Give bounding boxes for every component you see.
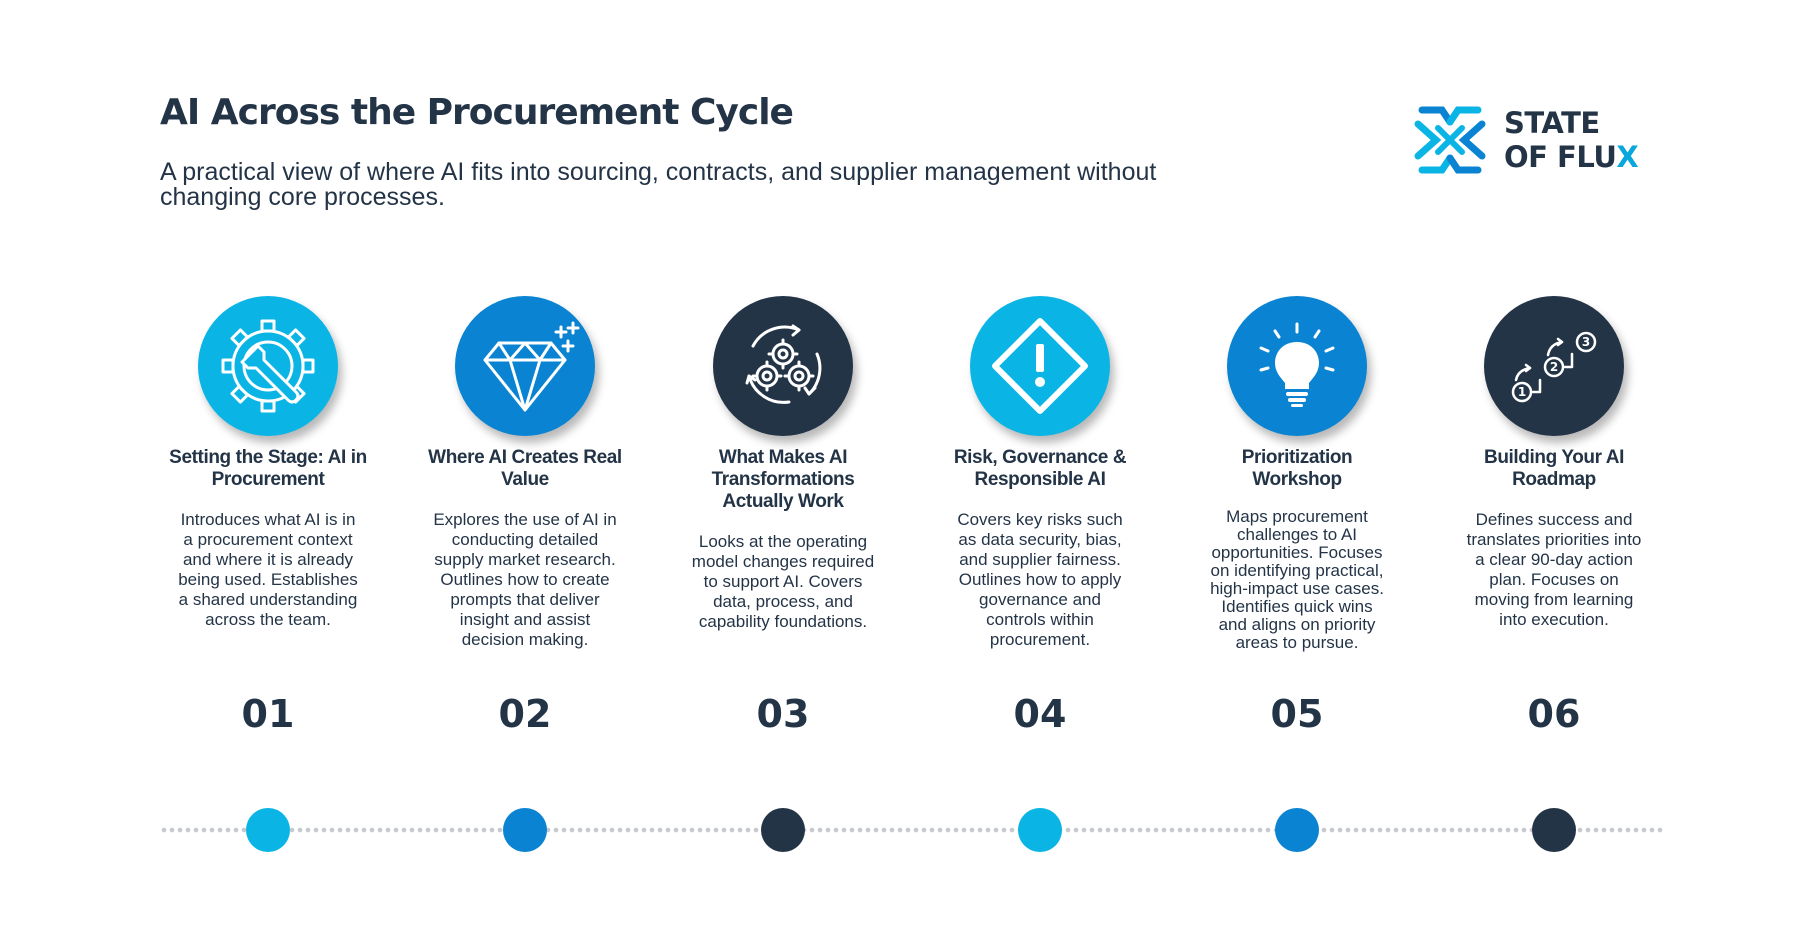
logo-line-2-prefix: OF FLU [1504, 140, 1617, 174]
state-of-flux-x-mark-icon [1414, 106, 1486, 174]
step-description: Explores the use of AI in conducting det… [433, 510, 617, 649]
step-title: Risk, Governance & Responsible AI [953, 447, 1127, 490]
step-04-icon-circle [970, 296, 1110, 436]
timeline-dot-06 [1532, 808, 1576, 852]
logo-line-1: STATE [1504, 106, 1600, 140]
logo-line-2-accent: X [1616, 140, 1639, 174]
state-of-flux-logo: STATE OF FLUX [1408, 98, 1648, 182]
gear-wrench-icon [221, 319, 315, 413]
step-number: 01 [241, 692, 295, 736]
step-title: Prioritization Workshop [1241, 447, 1353, 490]
step-05-icon-circle [1227, 296, 1367, 436]
step-description: Defines success and translates prioritie… [1466, 510, 1642, 629]
step-03-icon-circle [713, 296, 853, 436]
lightbulb-icon [1259, 322, 1335, 407]
roadmap-step-3-label: 3 [1582, 335, 1590, 349]
warning-diamond-icon [992, 318, 1088, 414]
step-01-icon-circle [198, 296, 338, 436]
timeline-dot-02 [503, 808, 547, 852]
diamond-sparkle-icon [483, 321, 580, 412]
timeline-dot-05 [1275, 808, 1319, 852]
step-number: 05 [1270, 692, 1324, 736]
step-number: 02 [498, 692, 552, 736]
page-title: AI Across the Procurement Cycle [160, 92, 794, 133]
step-title: Where AI Creates Real Value [428, 447, 622, 490]
timeline-dot-01 [246, 808, 290, 852]
step-description: Maps procurement challenges to AI opport… [1210, 507, 1384, 652]
step-06-icon-circle: 1 2 3 [1484, 296, 1624, 436]
timeline-dotted-line [160, 827, 1665, 833]
roadmap-step-1-label: 1 [1518, 385, 1526, 399]
logo-line-2: OF FLUX [1504, 140, 1639, 174]
step-title: Setting the Stage: AI in Procurement [169, 447, 367, 490]
step-number: 04 [1013, 692, 1067, 736]
step-description: Looks at the operating model changes req… [691, 532, 875, 631]
timeline-dot-03 [761, 808, 805, 852]
step-title: Building Your AI Roadmap [1484, 447, 1624, 490]
step-number: 03 [756, 692, 810, 736]
gears-cycle-icon [745, 324, 822, 404]
step-number: 06 [1527, 692, 1581, 736]
page-subtitle: A practical view of where AI fits into s… [160, 158, 1157, 211]
roadmap-step-2-label: 2 [1550, 360, 1558, 374]
step-description: Covers key risks such as data security, … [957, 510, 1123, 649]
step-description: Introduces what AI is in a procurement c… [178, 510, 358, 629]
logo-wordmark: STATE OF FLUX [1504, 106, 1639, 174]
step-title: What Makes AI Transformations Actually W… [711, 447, 855, 512]
roadmap-steps-icon: 1 2 3 [1511, 331, 1597, 403]
timeline-dot-04 [1018, 808, 1062, 852]
step-02-icon-circle [455, 296, 595, 436]
